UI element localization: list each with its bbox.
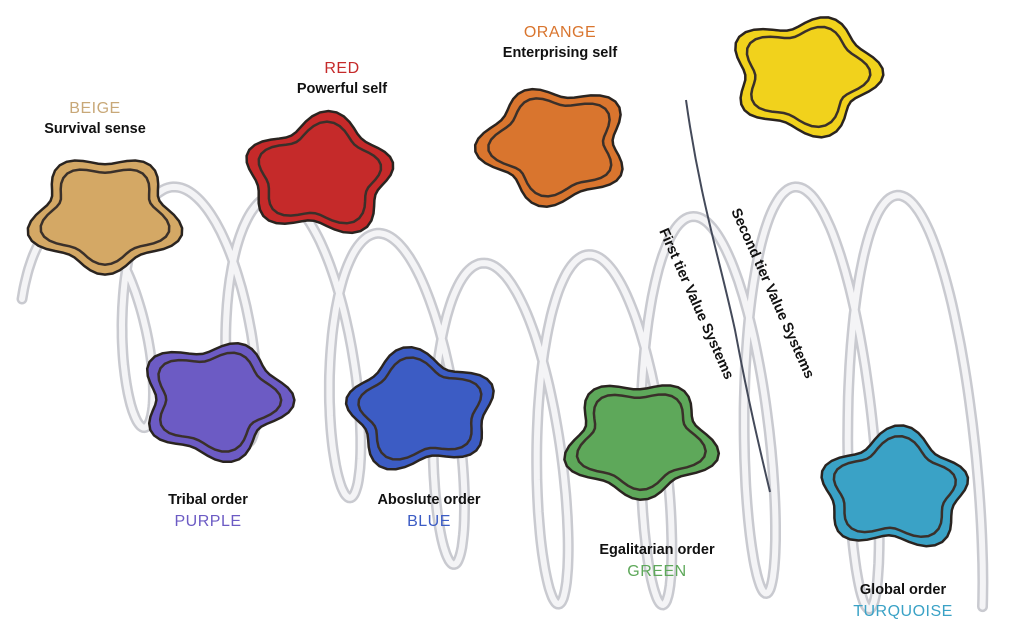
level-color-name: PURPLE [174,513,242,530]
label-turquoise: Global order TURQUOISE [803,580,1003,622]
level-description: Powerful self [296,81,388,97]
level-color-name: TURQUOISE [853,603,953,620]
blob-orange [473,87,624,208]
spiral-strand [19,183,986,612]
tier-divider-line [685,99,771,493]
blob-red [245,109,395,235]
blob-yellow [734,16,885,139]
label-purple: Tribal order PURPLE [108,490,308,532]
level-color-name: BLUE [407,513,451,530]
spiral-coil [16,181,989,615]
label-red: RED Powerful self [242,58,442,100]
level-color-name: BEIGE [69,100,121,117]
level-description: Aboslute order [377,492,481,508]
level-description: Egalitarian order [599,542,715,558]
level-color-name: RED [324,60,360,77]
label-green: Egalitarian order GREEN [557,540,757,582]
level-description: Global order [859,582,947,598]
level-description: Survival sense [44,121,146,137]
level-color-name: ORANGE [523,24,597,41]
level-color-name: GREEN [627,563,687,580]
label-orange: ORANGE Enterprising self [460,22,660,64]
level-description: Tribal order [168,492,248,508]
blob-turquoise [820,424,970,548]
blob-blue [344,345,495,471]
label-blue: Aboslute order BLUE [329,490,529,532]
blob-beige [26,159,184,276]
blob-green [563,384,721,501]
label-beige: BEIGE Survival sense [0,98,195,140]
level-description: Enterprising self [502,45,618,61]
blob-purple [145,342,296,464]
